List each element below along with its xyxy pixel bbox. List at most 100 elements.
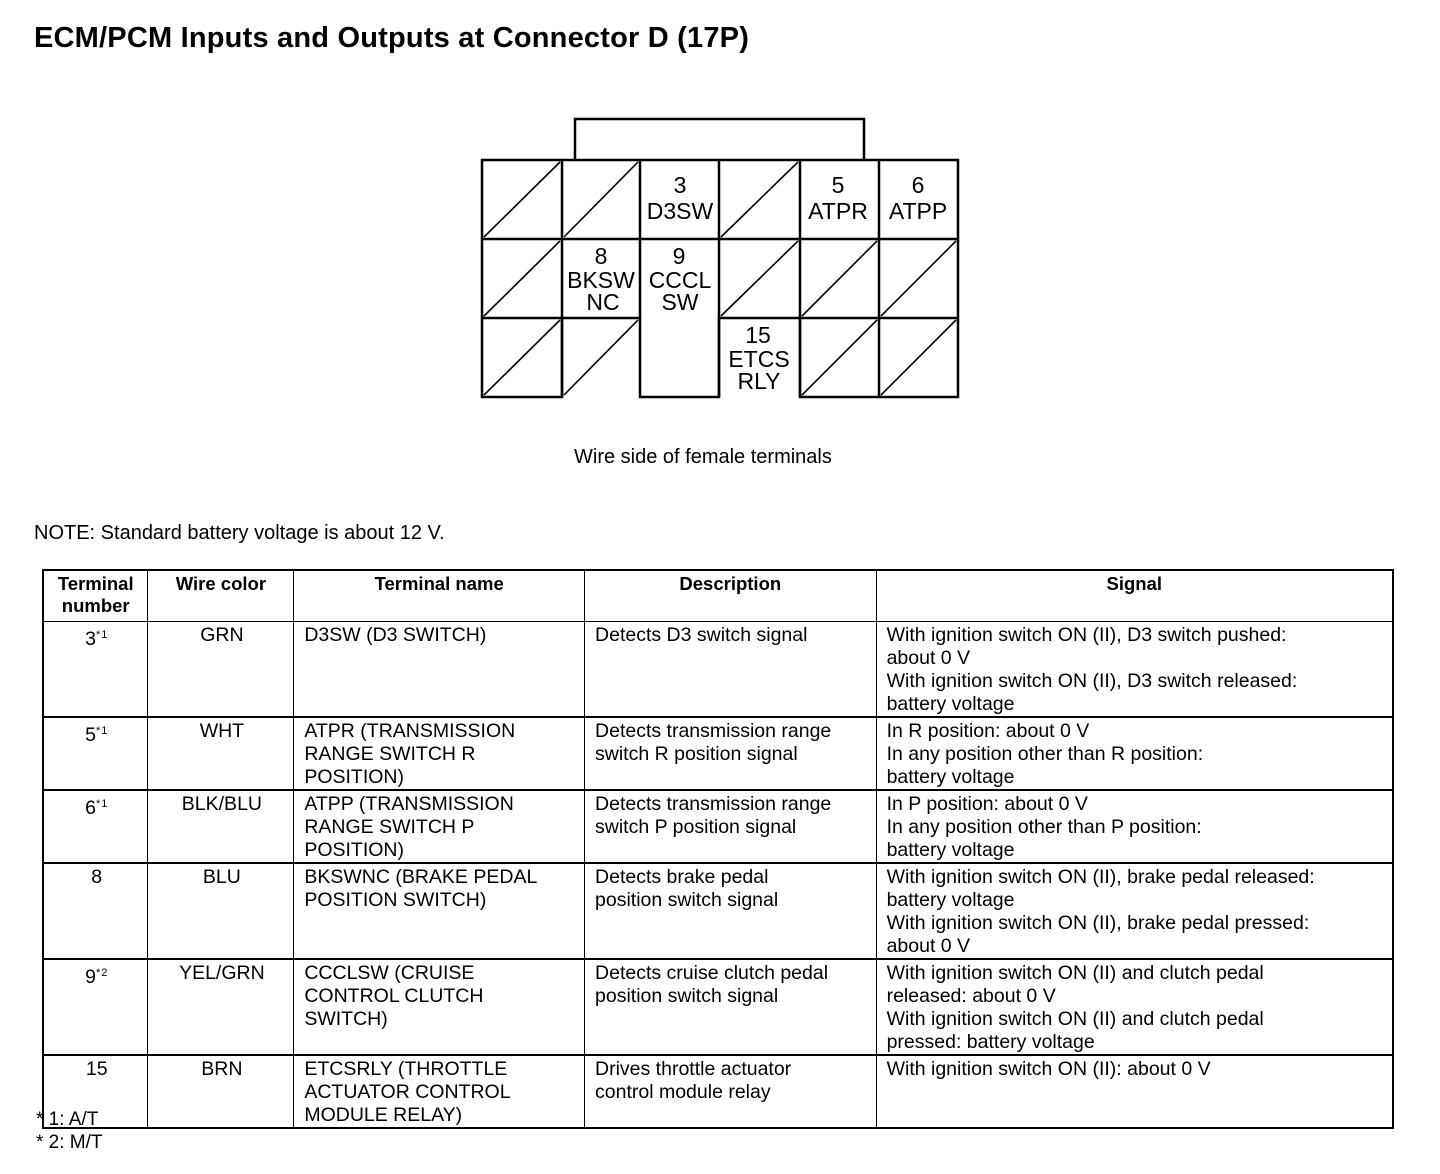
terminal-name-line: RANGE SWITCH P xyxy=(304,816,475,838)
terminal-name-line: D3SW (D3 SWITCH) xyxy=(304,624,487,646)
io-table-header-row: Terminal number Wire color Terminal name… xyxy=(42,569,1394,622)
terminal-3-number: 3 xyxy=(674,172,687,198)
signal-line: about 0 V xyxy=(886,935,971,957)
header-signal: Signal xyxy=(875,569,1394,622)
terminal-name-line: MODULE RELAY) xyxy=(304,1104,463,1126)
battery-voltage-note: NOTE: Standard battery voltage is about … xyxy=(34,522,445,544)
footnotes: * 1: A/T * 2: M/T xyxy=(36,1108,103,1154)
description-line: position switch signal xyxy=(595,985,779,1007)
terminal-9-name-line2: SW xyxy=(661,289,698,315)
wire-color-cell: BLK/BLU xyxy=(147,789,295,864)
signal-line: In any position other than P position: xyxy=(886,816,1202,838)
signal-line: With ignition switch ON (II) and clutch … xyxy=(886,1008,1264,1030)
description-line: Detects cruise clutch pedal xyxy=(595,962,829,984)
terminal-8-number: 8 xyxy=(595,243,608,269)
terminal-name-line: BKSWNC (BRAKE PEDAL xyxy=(304,866,538,888)
terminal-name-line: ETCSRLY (THROTTLE xyxy=(304,1058,508,1080)
terminal-number: 3 xyxy=(85,628,96,650)
footnote-mark: *1 xyxy=(95,725,109,737)
header-terminal-number: Terminal number xyxy=(42,569,149,622)
terminal-number-cell: 15 xyxy=(42,1054,149,1129)
terminal-6-number: 6 xyxy=(912,172,925,198)
unused-cavity-4 xyxy=(720,161,799,238)
terminal-name-line: RANGE SWITCH R xyxy=(304,743,476,765)
signal-line: battery voltage xyxy=(886,889,1015,911)
signal-line: In any position other than R position: xyxy=(886,743,1204,765)
signal-line: battery voltage xyxy=(886,693,1015,715)
wire-color-cell: BRN xyxy=(147,1054,295,1129)
wire-color-cell: YEL/GRN xyxy=(147,958,295,1056)
terminal-number-cell: 6*1 xyxy=(42,789,149,864)
description-line: Detects transmission range xyxy=(595,793,832,815)
header-terminal-name: Terminal name xyxy=(293,569,586,622)
terminal-number-cell: 5*1 xyxy=(42,716,149,791)
terminal-15-name-line1: ETCS xyxy=(728,346,789,372)
description-line: Drives throttle actuator xyxy=(595,1058,792,1080)
description-line: switch R position signal xyxy=(595,743,798,765)
terminal-name-line: ACTUATOR CONTROL xyxy=(304,1081,511,1103)
terminal-name-line: POSITION SWITCH) xyxy=(304,889,487,911)
connector-diagram: 3 D3SW 5 ATPR 6 ATPP 8 BKSW NC 9 CCCL SW… xyxy=(480,117,960,399)
footnote-mark: *2 xyxy=(95,967,109,979)
unused-cavity-2 xyxy=(563,161,639,238)
signal-line: With ignition switch ON (II), D3 switch … xyxy=(886,624,1287,646)
signal-cell: With ignition switch ON (II) and clutch … xyxy=(875,958,1394,1056)
terminal-name-line: SWITCH) xyxy=(304,1008,388,1030)
description-line: Detects transmission range xyxy=(595,720,832,742)
header-wire-color: Wire color xyxy=(147,569,295,622)
signal-line: about 0 V xyxy=(886,647,971,669)
unused-cavity-10 xyxy=(720,240,799,317)
io-table: Terminal number Wire color Terminal name… xyxy=(42,569,1394,1129)
signal-line: With ignition switch ON (II) and clutch … xyxy=(886,962,1264,984)
unused-cavity-7 xyxy=(483,240,561,317)
terminal-name-cell: D3SW (D3 SWITCH) xyxy=(293,621,586,718)
terminal-number: 9 xyxy=(85,966,96,988)
terminal-name-line: CCCLSW (CRUISE xyxy=(304,962,475,984)
terminal-5-name: ATPR xyxy=(808,198,868,224)
io-table-header: Terminal number Wire color Terminal name… xyxy=(42,569,1394,622)
wire-color-cell: WHT xyxy=(147,716,295,791)
terminal-number: 6 xyxy=(85,797,96,819)
terminal-number-cell: 3*1 xyxy=(42,621,149,718)
signal-line: released: about 0 V xyxy=(886,985,1056,1007)
signal-line: With ignition switch ON (II), brake peda… xyxy=(886,866,1315,888)
header-terminal-number-line2: number xyxy=(61,595,130,616)
unused-cavity-12 xyxy=(880,240,957,317)
unused-cavity-11 xyxy=(801,240,878,317)
page-title: ECM/PCM Inputs and Outputs at Connector … xyxy=(34,22,750,54)
terminal-number: 8 xyxy=(91,866,103,888)
terminal-name-line: ATPP (TRANSMISSION xyxy=(304,793,514,815)
unused-cavity-13 xyxy=(483,319,561,396)
connector-lock-tab xyxy=(573,117,866,160)
signal-line: With ignition switch ON (II): about 0 V xyxy=(886,1058,1211,1080)
terminal-9-number: 9 xyxy=(673,243,686,269)
footnote-mark: *1 xyxy=(95,798,109,810)
terminal-6-name: ATPP xyxy=(889,198,947,224)
footnote-2: * 2: M/T xyxy=(36,1132,103,1153)
signal-line: battery voltage xyxy=(886,839,1015,861)
signal-line: In R position: about 0 V xyxy=(886,720,1090,742)
terminal-name-line: POSITION) xyxy=(304,766,404,788)
description-line: control module relay xyxy=(595,1081,771,1103)
terminal-name-line: ATPR (TRANSMISSION xyxy=(304,720,516,742)
wire-color-cell: BLU xyxy=(147,862,295,960)
description-line: switch P position signal xyxy=(595,816,797,838)
wire-color-cell: GRN xyxy=(147,621,295,718)
description-cell: Detects D3 switch signal xyxy=(584,621,877,718)
terminal-number: 15 xyxy=(85,1058,108,1080)
unused-cavity-16 xyxy=(801,319,878,396)
terminal-15-name-line2: RLY xyxy=(737,368,780,394)
